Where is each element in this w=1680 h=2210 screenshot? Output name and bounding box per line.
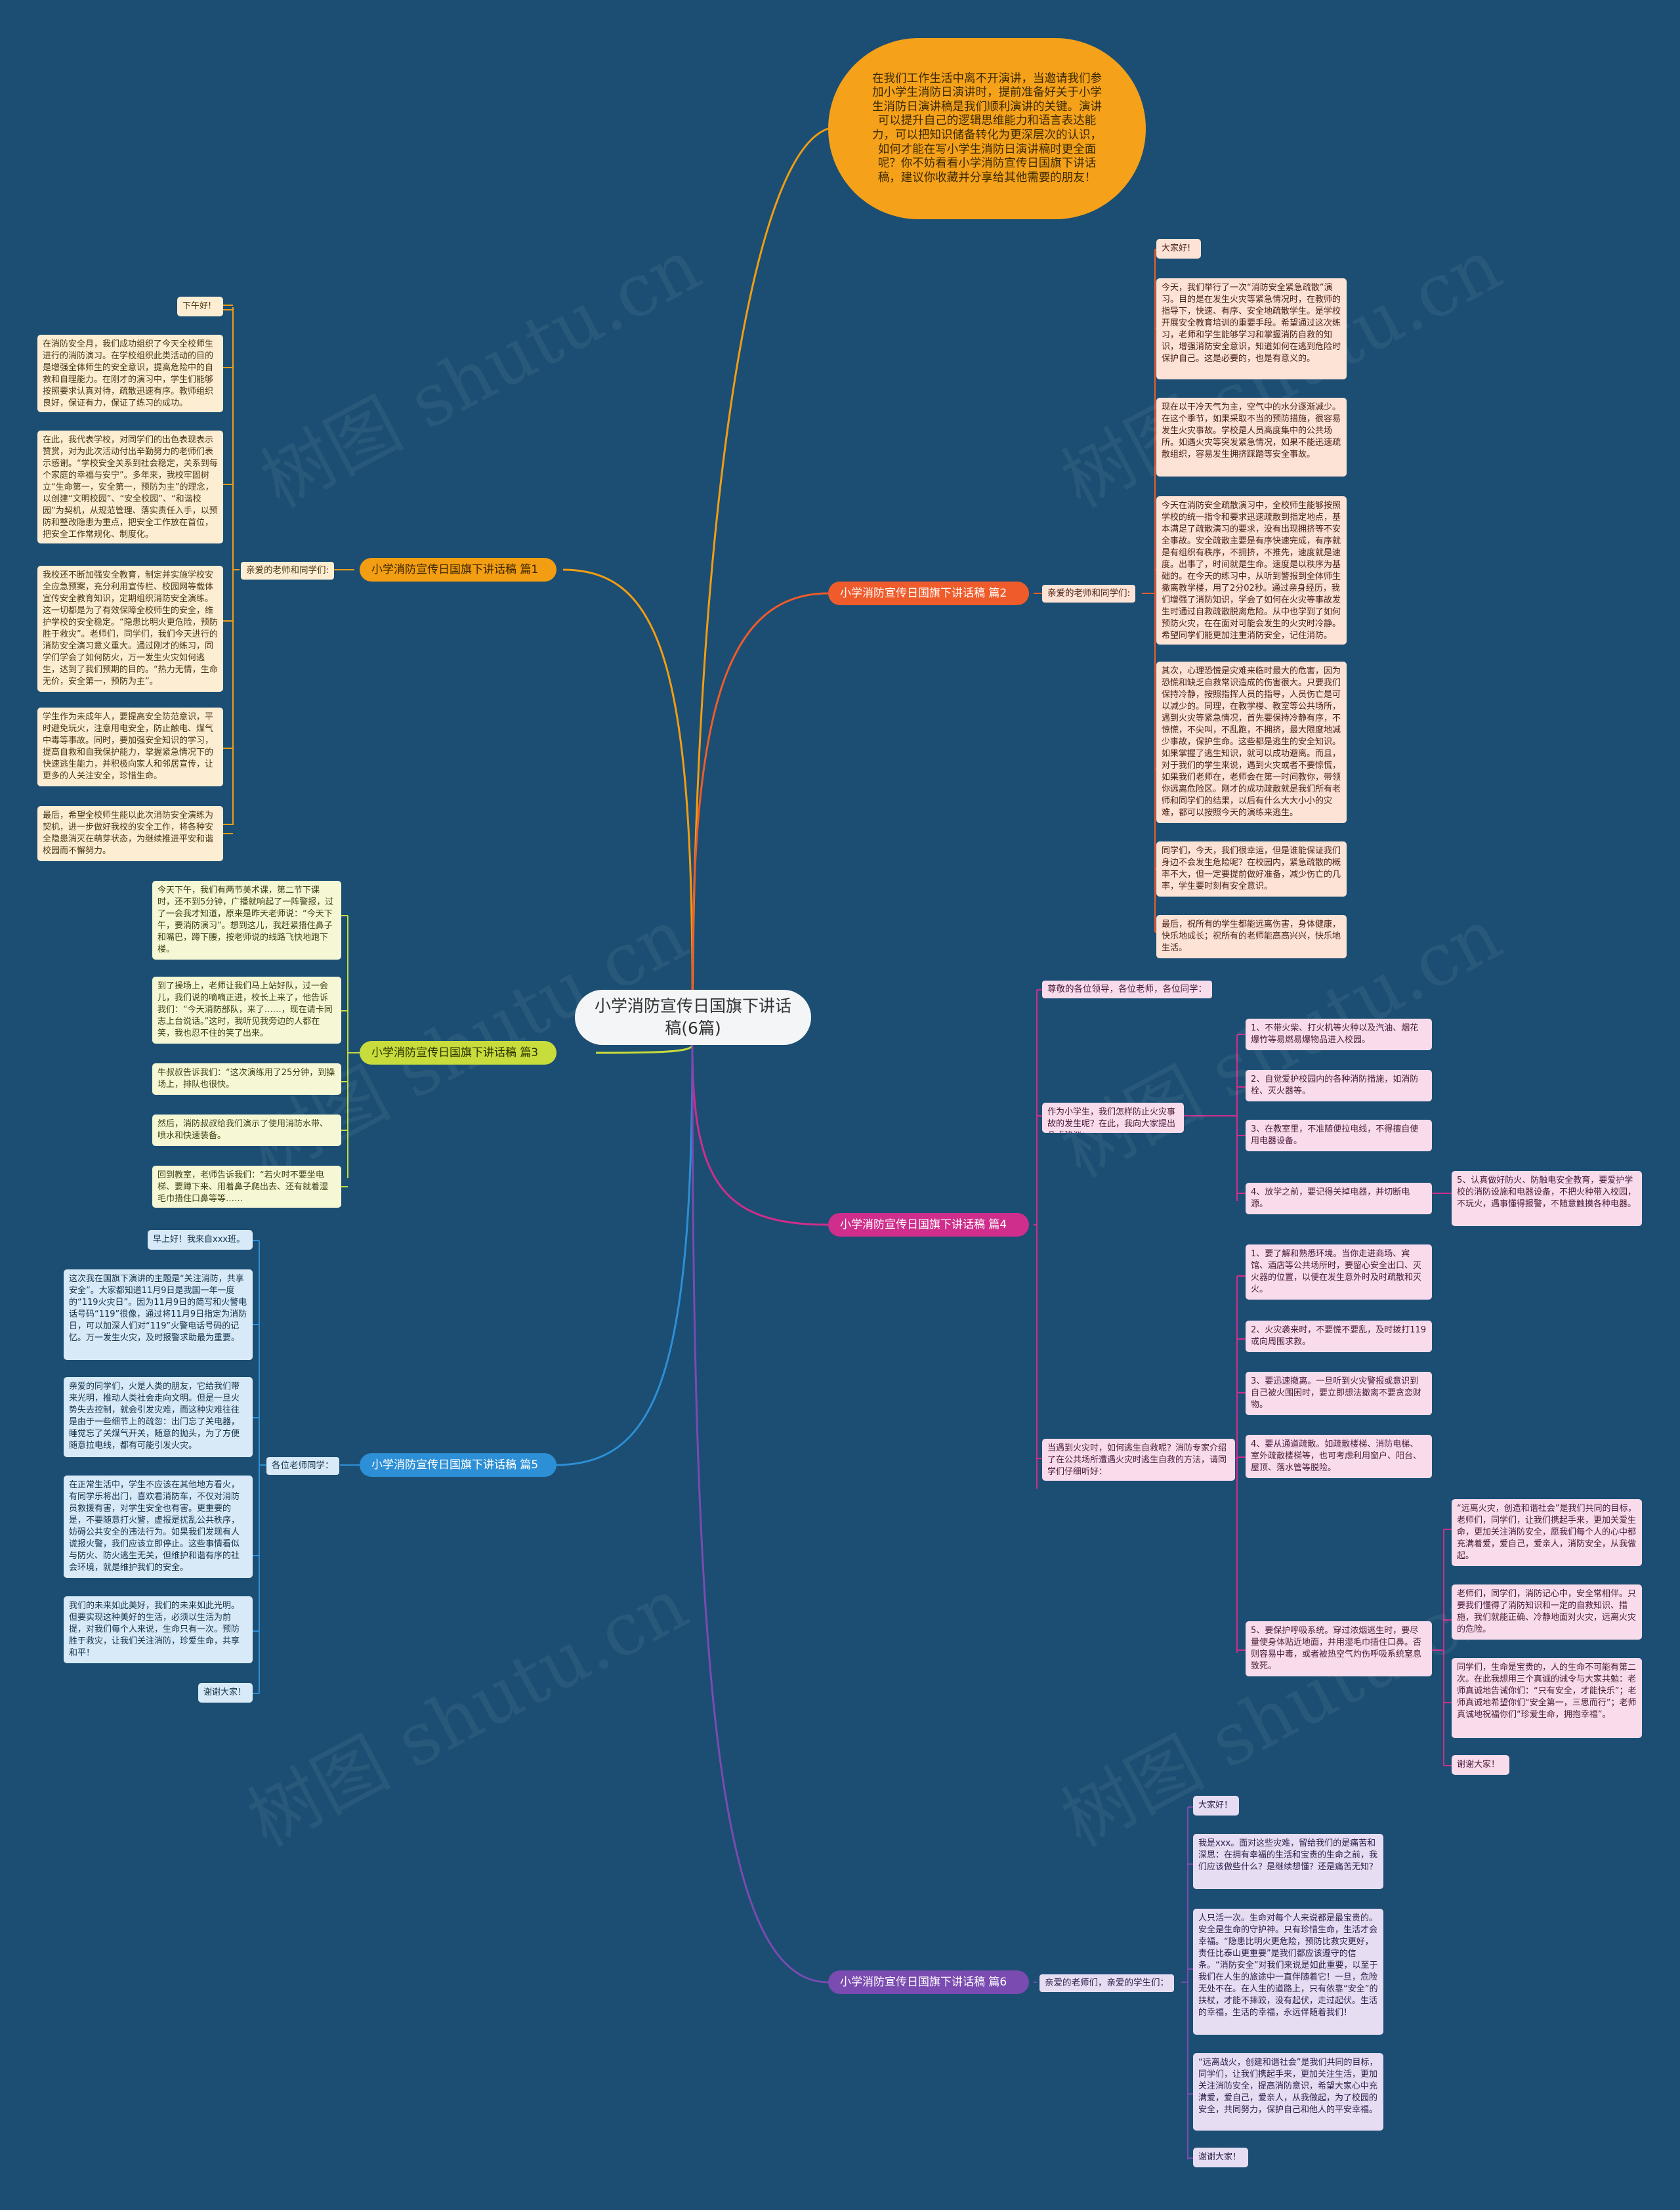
p4-advice-intro: 作为小学生，我们怎样防止火灾事故的发生呢？在此，我向大家提出几点建议：: [1042, 1103, 1184, 1133]
p1-leaf: 下午好!: [177, 297, 223, 316]
p4-escape-intro: 当遇到火灾时，如何逃生自救呢？消防专家介绍了在公共场所遭遇火灾时逃生自救的方法，…: [1042, 1439, 1235, 1481]
p6-leaf: 人只活一次。生命对每个人来说都是最宝贵的。安全是生命的守护神。只有珍惜生命，生活…: [1193, 1909, 1383, 2035]
root-topic[interactable]: 小学消防宣传日国旗下讲话稿(6篇): [575, 990, 811, 1045]
branch-p3[interactable]: 小学消防宣传日国旗下讲话稿 篇3: [360, 1041, 556, 1065]
p4-ending: 同学们，生命是宝贵的，人的生命不可能有第二次。在此我想用三个真诚的诫令与大家共勉…: [1452, 1658, 1642, 1738]
branch-p6-sub: 亲爱的老师们，亲爱的学生们：: [1040, 1974, 1174, 1992]
p4-greeting: 尊敬的各位领导，各位老师，各位同学：: [1042, 981, 1212, 998]
p5-leaf: 在正常生活中，学生不应该在其他地方看火，有同学乐将出门，喜欢看消防车，不仅对消防…: [64, 1476, 253, 1578]
p5-leaf: 早上好！我来自xxx班。: [148, 1230, 253, 1250]
p4-tip: 4、放学之前，要记得关掉电器，并切断电源。: [1246, 1183, 1432, 1214]
p3-leaf: 然后，消防叔叔给我们演示了使用消防水带、喷水和快速装备。: [152, 1115, 341, 1146]
p5-leaf: 谢谢大家！: [198, 1683, 253, 1703]
branch-p5-sub: 各位老师同学：: [266, 1457, 339, 1475]
p1-leaf: 学生作为未成年人，要提高安全防范意识，平时避免玩火，注意用电安全，防止触电、煤气…: [37, 708, 223, 786]
branch-p5[interactable]: 小学消防宣传日国旗下讲话稿 篇5: [360, 1453, 556, 1477]
p6-leaf: “远离战火，创建和谐社会”是我们共同的目标，同学们，让我们携起手来，更加关注生活…: [1193, 2053, 1383, 2131]
p5-leaf: 这次我在国旗下演讲的主题是“关注消防，共享安全”。大家都知道11月9日是我国一年…: [64, 1269, 253, 1360]
p4-tip: 1、不带火柴、打火机等火种以及汽油、烟花爆竹等易燃易爆物品进入校园。: [1246, 1019, 1432, 1050]
p1-leaf: 在此，我代表学校，对同学们的出色表现表示赞赏，对为此次活动付出辛勤努力的老师们表…: [37, 431, 223, 543]
branch-p2[interactable]: 小学消防宣传日国旗下讲话稿 篇2: [828, 582, 1029, 605]
p1-leaf: 我校还不断加强安全教育，制定并实施学校安全应急预案，充分利用宣传栏、校园网等载体…: [37, 566, 223, 692]
p6-leaf: 我是xxx。面对这些灾难，留给我们的是痛苦和深思：在拥有幸福的生活和宝贵的生命之…: [1193, 1834, 1383, 1889]
p3-leaf: 牛叔叔告诉我们：“这次演练用了25分钟，到操场上，排队也很快。: [152, 1063, 341, 1095]
p6-leaf: 大家好！: [1193, 1796, 1239, 1816]
branch-p6[interactable]: 小学消防宣传日国旗下讲话稿 篇6: [828, 1970, 1029, 1994]
p4-escape-tip: 4、要从通道疏散。如疏散楼梯、消防电梯、室外疏散楼梯等，也可考虑利用窗户、阳台、…: [1246, 1435, 1432, 1478]
intro-bubble: 在我们工作生活中离不开演讲，当邀请我们参加小学生消防日演讲时，提前准备好关于小学…: [828, 38, 1146, 219]
p2-leaf: 大家好!: [1156, 239, 1201, 259]
p5-leaf: 亲爱的同学们，火是人类的朋友，它给我们带来光明，推动人类社会走向文明。但是一旦火…: [64, 1377, 253, 1457]
p3-leaf: 回到教室，老师告诉我们：“若火时不要坐电梯、要蹲下来、用着鼻子爬出去、还有就着湿…: [152, 1166, 341, 1208]
p4-escape-tip: 2、火灾袭来时，不要慌不要乱，及时拨打119或向周围求救。: [1246, 1321, 1432, 1352]
p4-tip: 3、在教室里，不准随便拉电线，不得擅自使用电器设备。: [1246, 1120, 1432, 1151]
intro-text: 在我们工作生活中离不开演讲，当邀请我们参加小学生消防日演讲时，提前准备好关于小学…: [872, 72, 1102, 184]
p4-escape-tip: 3、要迅速撤离。一旦听到火灾警报或意识到自己被火围困时，要立即想法撤离不要贪恋财…: [1246, 1372, 1432, 1415]
p2-leaf: 今天在消防安全疏散演习中，全校师生能够按照学校的统一指令和要求迅速疏散到指定地点…: [1156, 496, 1347, 645]
p6-leaf: 谢谢大家！: [1193, 2148, 1248, 2167]
branch-p1-sub: 亲爱的老师和同学们:: [241, 562, 335, 580]
branch-p1[interactable]: 小学消防宣传日国旗下讲话稿 篇1: [360, 558, 556, 582]
p4-ending: 谢谢大家！: [1452, 1755, 1509, 1775]
p4-ending: 老师们，同学们，消防记心中，安全常相伴。只要我们懂得了消防知识和一定的自救知识、…: [1452, 1584, 1642, 1640]
p4-ending: “远离火灾，创造和谐社会”是我们共同的目标，老师们，同学们，让我们携起手来，更加…: [1452, 1499, 1642, 1566]
p4-tip: 2、自觉爱护校园内的各种消防措施，如消防栓、灭火器等。: [1246, 1070, 1432, 1101]
p2-leaf: 现在以干冷天气为主，空气中的水分逐渐减少。在这个季节，如果采取不当的预防措施，很…: [1156, 398, 1347, 477]
p2-leaf: 同学们，今天，我们很幸运，但是谁能保证我们身边不会发生危险呢？在校园内，紧急疏散…: [1156, 841, 1347, 897]
p2-leaf: 今天，我们举行了一次“消防安全紧急疏散”演习。目的是在发生火灾等紧急情况时，在教…: [1156, 278, 1347, 379]
p4-tip: 5、认真做好防火、防触电安全教育，要爱护学校的消防设施和电器设备，不把火种带入校…: [1452, 1171, 1642, 1226]
branch-p2-sub: 亲爱的老师和同学们:: [1042, 585, 1136, 603]
p1-leaf: 最后，希望全校师生能以此次消防安全演练为契机，进一步做好我校的安全工作，将各种安…: [37, 806, 223, 861]
p2-leaf: 最后，祝所有的学生都能远离伤害，身体健康，快乐地成长；祝所有的老师能高高兴兴，快…: [1156, 915, 1347, 958]
p3-leaf: 到了操场上，老师让我们马上站好队，过一会儿，我们说的嘀嘀正进，校长上来了，他告诉…: [152, 977, 341, 1044]
p4-escape-tip: 5、要保护呼吸系统。穿过浓烟逃生时，要尽量使身体贴近地面，并用湿毛巾捂住口鼻。否…: [1246, 1621, 1432, 1676]
p4-escape-tip: 1、要了解和熟悉环境。当你走进商场、宾馆、酒店等公共场所时，要留心安全出口、灭火…: [1246, 1244, 1432, 1300]
p3-leaf: 今天下午，我们有两节美术课，第二节下课时，还不到5分钟，广播就响起了一阵警报，过…: [152, 881, 341, 960]
branch-p4[interactable]: 小学消防宣传日国旗下讲话稿 篇4: [828, 1213, 1029, 1237]
p1-leaf: 在消防安全月，我们成功组织了今天全校师生进行的消防演习。在学校组织此类活动的目的…: [37, 335, 223, 412]
p5-leaf: 我们的未来如此美好，我们的未来如此光明。但要实现这种美好的生活，必须以生活为前提…: [64, 1596, 253, 1663]
p2-leaf: 其次，心理恐慌是灾难来临时最大的危害，因为恐慌和缺乏自救常识造成的伤害很大。只要…: [1156, 662, 1347, 823]
